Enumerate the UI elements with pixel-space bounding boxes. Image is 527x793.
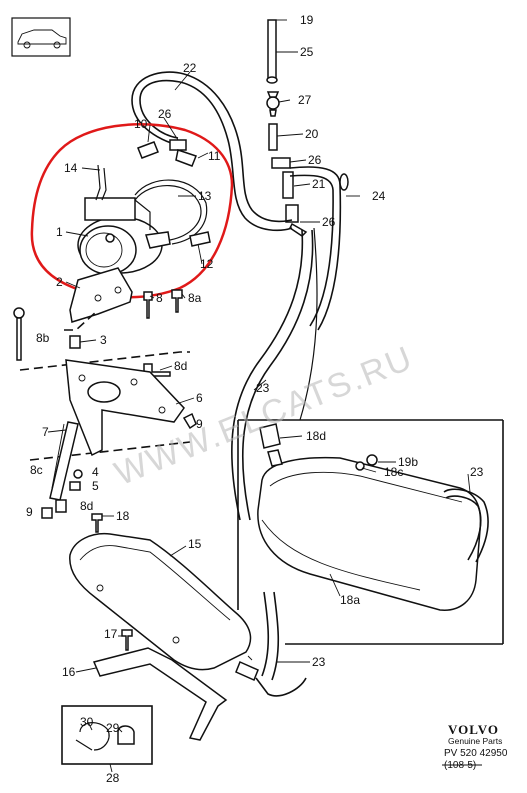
- callout-20: 20: [305, 127, 319, 141]
- leader-lines: [47, 19, 471, 773]
- part-sheet-code: PV 520 42950: [444, 748, 508, 759]
- callout-14: 14: [64, 161, 78, 175]
- callout-17: 17: [104, 627, 118, 641]
- callout-7: 7: [42, 425, 49, 439]
- callout-15: 15: [188, 537, 202, 551]
- callout-26-b: 26: [308, 153, 322, 167]
- callout-23-mid: 23: [256, 381, 270, 395]
- callout-26-c: 26: [322, 215, 336, 229]
- callout-6: 6: [196, 391, 203, 405]
- bolt-8a: [171, 289, 183, 313]
- hose-23-inset: [443, 488, 489, 563]
- callout-12: 12: [200, 257, 214, 271]
- brand-logo: VOLVO: [448, 722, 499, 737]
- connector-27: [266, 91, 280, 117]
- hose-22: [131, 71, 293, 232]
- callout-26-a: 26: [158, 107, 172, 121]
- screw-9-mid: [182, 412, 197, 430]
- callout-9-left: 9: [26, 505, 33, 519]
- callout-18: 18: [116, 509, 130, 523]
- callout-18c: 18c: [384, 465, 403, 479]
- hose-25: [266, 19, 278, 84]
- strap-16: [92, 647, 228, 741]
- callout-8a: 8a: [188, 291, 202, 305]
- callout-28: 28: [106, 771, 120, 785]
- bracket-2: [69, 267, 133, 323]
- callout-18a: 18a: [340, 593, 360, 607]
- reference-line-mid: [29, 441, 191, 461]
- hose-24: [289, 166, 349, 331]
- callout-8d-top: 8d: [174, 359, 187, 373]
- reference-line-top: [19, 351, 190, 371]
- hose-21: [282, 171, 294, 199]
- car-sedan-icon: [11, 17, 71, 57]
- callout-1: 1: [56, 225, 63, 239]
- callout-8b: 8b: [36, 331, 50, 345]
- callout-29: 29: [106, 721, 120, 735]
- wire-14: [95, 164, 107, 201]
- screw-18: [91, 513, 103, 533]
- callout-27: 27: [298, 93, 312, 107]
- hose-23-main: [231, 227, 318, 521]
- hose-23-lower: [255, 591, 307, 697]
- screw-8d-bottom: [55, 499, 67, 513]
- callout-23-bottom: 23: [312, 655, 326, 669]
- nut-3: [69, 335, 81, 349]
- callout-19: 19: [300, 13, 314, 27]
- nut-5: [69, 481, 81, 491]
- callout-8c: 8c: [30, 463, 43, 477]
- fuel-tank-15: [69, 532, 259, 682]
- bolt-17: [121, 629, 133, 651]
- callout-11: 11: [208, 149, 221, 163]
- callout-23-right: 23: [470, 465, 484, 479]
- callout-22: 22: [183, 61, 197, 75]
- callout-8d-bottom: 8d: [80, 499, 93, 513]
- tube-12: [189, 231, 211, 247]
- filler-18d: [259, 423, 283, 467]
- connector-26-upper: [169, 139, 187, 151]
- mounting-plate-6: [65, 359, 185, 457]
- clip-19b: [355, 454, 378, 471]
- reference-line-bracket: [64, 311, 97, 331]
- callout-2: 2: [56, 275, 63, 289]
- eyebolt-8b: [13, 307, 25, 361]
- bolt-8: [143, 291, 153, 319]
- callout-21: 21: [312, 177, 326, 191]
- inset-box: [237, 419, 504, 645]
- tee-26-top: [271, 157, 291, 169]
- clamp-inset-28: [61, 705, 153, 765]
- callout-13: 13: [198, 189, 212, 203]
- callout-19b: 19b: [398, 455, 418, 469]
- callout-30: 30: [80, 715, 94, 729]
- callout-9-mid: 9: [196, 417, 203, 431]
- nut-9-left: [41, 507, 53, 519]
- callout-10: 10: [134, 117, 148, 131]
- callout-25: 25: [300, 45, 314, 59]
- callout-16: 16: [62, 665, 76, 679]
- callout-4: 4: [92, 465, 99, 479]
- callout-5: 5: [92, 479, 99, 493]
- tee-26-lower: [285, 204, 308, 237]
- callout-8: 8: [156, 291, 163, 305]
- struck-code: (108-5): [444, 760, 476, 771]
- heater-unit-1: [77, 197, 171, 275]
- connector-11: [175, 149, 197, 167]
- callout-18d: 18d: [306, 429, 326, 443]
- connector-10: [137, 141, 159, 159]
- tank-18a: [257, 456, 482, 611]
- highlight-circle: [30, 123, 234, 299]
- hose-20: [268, 123, 278, 151]
- callout-24: 24: [372, 189, 386, 203]
- washer-4: [73, 469, 83, 479]
- callout-3: 3: [100, 333, 107, 347]
- brand-subtitle: Genuine Parts: [448, 736, 502, 746]
